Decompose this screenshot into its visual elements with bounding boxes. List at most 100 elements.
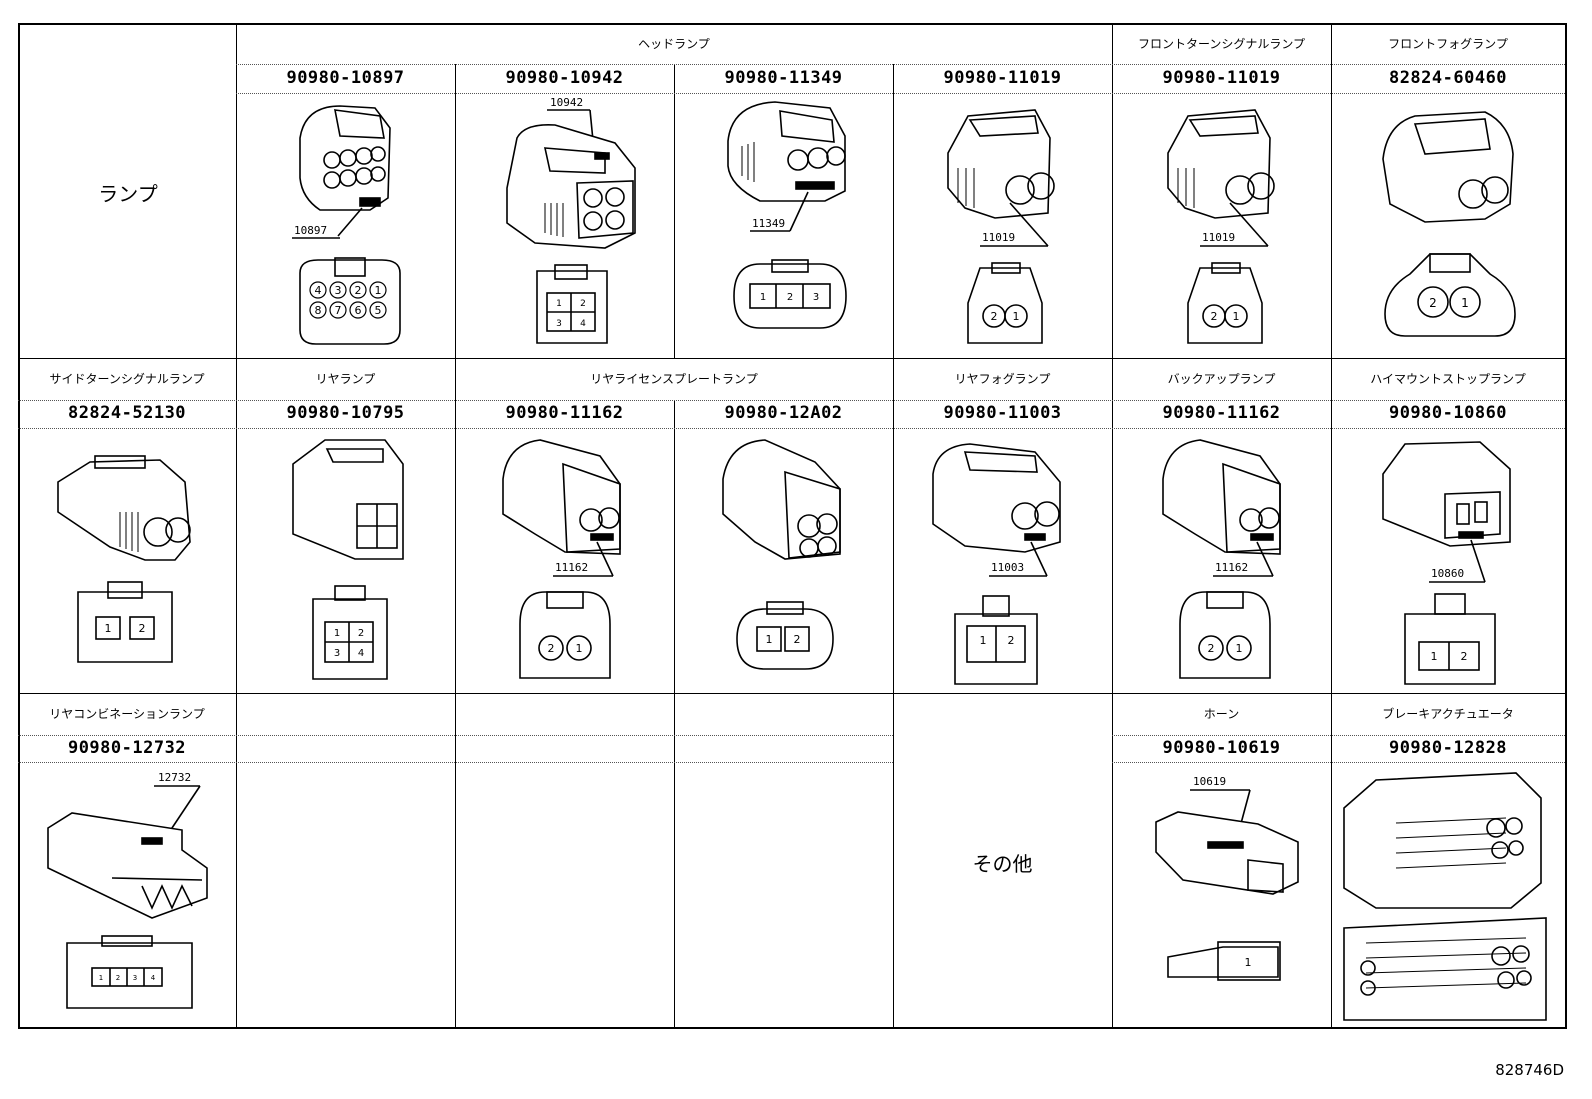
col-line-674 [674,64,675,358]
tag-11019-b: 11019 [1202,231,1235,244]
svg-text:2: 2 [1461,650,1468,663]
svg-text:1: 1 [334,628,340,639]
col-line-674b [674,400,675,693]
part-number-10795: 90980-10795 [286,403,405,423]
figure-reference: 828746D [1495,1061,1564,1079]
r2-cat-sep [18,400,1565,401]
svg-text:1: 1 [556,299,562,309]
tag-11019-a: 11019 [982,231,1015,244]
rear-fog-category: リヤフォグランプ [954,372,1051,386]
svg-text:1: 1 [980,634,987,647]
part-number-10619: 90980-10619 [1162,738,1281,758]
headlamp-category: ヘッドランプ [638,37,710,51]
horn-category: ホーン [1203,707,1240,721]
svg-text:2: 2 [548,642,555,655]
row-sep-2 [18,693,1567,694]
svg-text:4: 4 [580,319,586,329]
part-number-11019-a: 90980-11019 [943,68,1062,88]
part-number-11003: 90980-11003 [943,403,1062,423]
svg-text:2: 2 [116,974,120,982]
frame-right [1565,23,1567,1029]
col-line-236 [236,23,237,1029]
connector-10795-drawing: 1 2 3 4 [285,434,415,688]
tag-11162-b: 11162 [1215,561,1248,574]
part-number-11019-b: 90980-11019 [1162,68,1281,88]
connector-11162-b-drawing: 11162 2 1 [1155,434,1295,688]
connector-11349-drawing: 11349 1 2 3 [720,96,860,354]
front-turn-category: フロントターンシグナルランプ [1137,37,1306,51]
connector-52130-drawing: 1 2 [50,452,200,688]
front-fog-category: フロントフォグランプ [1388,37,1508,51]
frame-left [18,23,20,1029]
svg-text:2: 2 [991,310,998,323]
connector-12732-drawing: 12732 1 2 3 4 [42,768,217,1020]
svg-text:1: 1 [766,633,773,646]
svg-text:1: 1 [99,974,103,982]
part-number-12732: 90980-12732 [67,738,187,758]
high-mount-category: ハイマウントストップランプ [1370,372,1526,386]
col-line-1331 [1331,23,1332,1029]
connector-10860-drawing: 10860 1 2 [1375,434,1525,688]
tag-10897: 10897 [294,224,327,237]
col-line-674c [674,693,675,1029]
svg-text:2: 2 [1211,310,1218,323]
part-number-11162-a: 90980-11162 [505,403,624,423]
svg-text:2: 2 [794,633,801,646]
svg-text:2: 2 [1208,642,1215,655]
connector-12828-drawing [1336,768,1561,1024]
part-number-52130: 82824-52130 [67,403,187,423]
part-number-11162-b: 90980-11162 [1162,403,1281,423]
svg-text:3: 3 [556,319,562,329]
r1-cat-sep [236,64,1565,65]
col-line-893 [893,64,894,1029]
svg-text:1: 1 [1461,296,1469,310]
tag-10942: 10942 [550,96,583,109]
tag-11162-a: 11162 [555,561,588,574]
part-number-11349: 90980-11349 [724,68,843,88]
svg-text:1: 1 [1245,956,1252,969]
svg-text:2: 2 [580,299,586,309]
r3-pn-sep-b [1112,762,1565,763]
col-line-455 [455,64,456,358]
rear-lamp-category: リヤランプ [315,372,376,386]
connector-11162-a-drawing: 11162 2 1 [495,434,635,688]
side-turn-category: サイドターンシグナルランプ [49,372,205,386]
col-line-1112 [1112,23,1113,1029]
svg-text:6: 6 [355,304,362,317]
svg-text:1: 1 [1431,650,1438,663]
connector-12a02-drawing: 1 2 [715,434,855,688]
svg-text:7: 7 [335,304,342,317]
connector-10897-drawing: 10897 4 3 2 1 8 7 6 5 [280,98,420,353]
part-number-10942: 90980-10942 [505,68,624,88]
tag-11003: 11003 [991,561,1024,574]
backup-lamp-category: バックアップランプ [1167,372,1276,386]
svg-text:4: 4 [151,974,156,982]
row-sep-1 [18,358,1567,359]
svg-text:1: 1 [1236,642,1243,655]
svg-text:5: 5 [375,304,382,317]
tag-10619: 10619 [1193,775,1226,788]
svg-text:1: 1 [1013,310,1020,323]
r3-pn-sep-a [18,762,893,763]
svg-text:3: 3 [813,292,819,303]
connector-11003-drawing: 11003 1 2 [925,434,1070,688]
part-number-12828: 90980-12828 [1388,738,1508,758]
svg-text:2: 2 [358,628,364,639]
brake-actuator-category: ブレーキアクチュエータ [1382,707,1514,721]
connector-10619-drawing: 10619 1 [1148,772,1308,1022]
svg-text:1: 1 [105,622,112,635]
svg-text:3: 3 [335,284,342,297]
lamp-label: ランプ [98,182,158,206]
frame-top [18,23,1567,25]
rear-combo-category: リヤコンビネーションランプ [49,707,205,721]
svg-text:3: 3 [133,974,137,982]
connector-11019-a-drawing: 11019 2 1 [940,98,1070,356]
connector-10942-drawing: 10942 1 2 3 4 [495,93,645,353]
part-number-12a02: 90980-12A02 [724,403,843,423]
tag-10860: 10860 [1431,567,1464,580]
svg-text:8: 8 [315,304,322,317]
svg-text:1: 1 [375,284,382,297]
r1-pn-sep [236,93,1565,94]
r3-cat-sep-b [1112,735,1565,736]
